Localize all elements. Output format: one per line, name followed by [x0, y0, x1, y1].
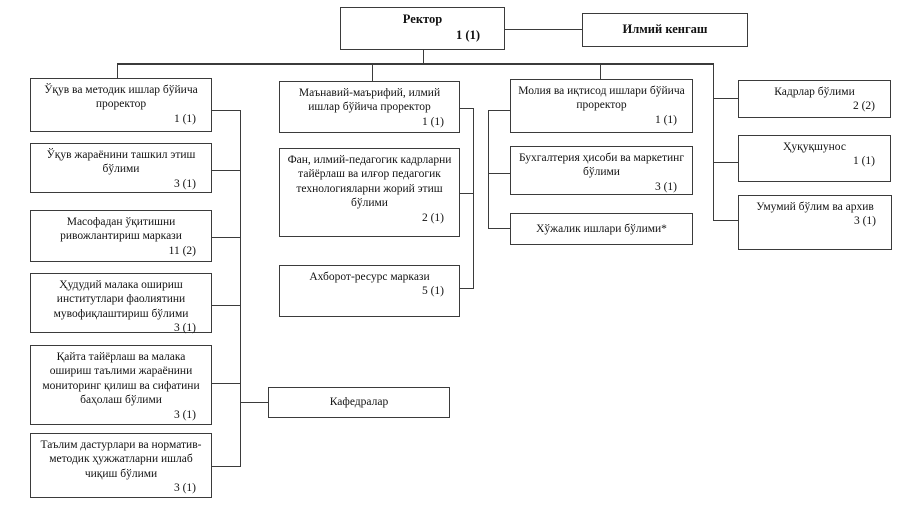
connector-col2-spine: [473, 108, 474, 289]
connector-col4-stub2: [714, 162, 738, 163]
connector-rector-ilmiy: [505, 29, 582, 30]
connector-col2-stub1: [460, 108, 473, 109]
box-title: Ҳуқуқшунос: [783, 141, 846, 153]
box-title: Қайта тайёрлаш ва малака ошириш таълими …: [42, 351, 200, 407]
org-box-col4-umumiy: Умумий бўлим ва архив 3 (1): [738, 195, 892, 250]
box-count: 11 (2): [168, 244, 196, 257]
org-box-col1-oquv-jarayoni: Ўқув жараёнини ташкил этиш бўлими 3 (1): [30, 143, 212, 193]
connector-drop-col1: [117, 65, 118, 78]
org-box-col2-prorektor: Маънавий-маърифий, илмий ишлар бўйича пр…: [279, 81, 460, 133]
box-title: Таълим дастурлари ва норматив-методик ҳу…: [40, 439, 202, 480]
box-count: 1 (1): [173, 112, 196, 125]
box-count: 3 (1): [173, 408, 196, 421]
org-box-col1-hududiy: Ҳудудий малака ошириш институтлари фаоли…: [30, 273, 212, 335]
box-count: 1 (1): [421, 115, 444, 128]
box-title: Ўқув жараёнини ташкил этиш бўлими: [46, 149, 196, 176]
box-title: Маънавий-маърифий, илмий ишлар бўйича пр…: [298, 87, 441, 114]
connector-col2-stub2: [460, 193, 473, 194]
connector-col3-stub3: [489, 228, 510, 229]
box-title: Умумий бўлим ва архив: [756, 201, 874, 213]
org-box-col2-axborot: Ахборот-ресурс маркази 5 (1): [279, 265, 460, 317]
box-count: 3 (1): [173, 322, 196, 335]
connector-kafedralar: [241, 402, 268, 403]
connector-col2-stub3: [459, 288, 474, 289]
rector-count: 1 (1): [456, 27, 480, 42]
connector-col1-spine: [240, 110, 241, 467]
box-title: Ҳудудий малака ошириш институтлари фаоли…: [53, 279, 189, 320]
connector-col3-stub1: [489, 110, 510, 111]
box-title: Кадрлар бўлими: [774, 86, 855, 98]
org-box-col3-buxgalteriya: Бухгалтерия ҳисоби ва маркетинг бўлими 3…: [510, 146, 693, 195]
rector-title: Ректор: [402, 12, 443, 26]
box-count: 3 (1): [654, 180, 677, 193]
box-count: 3 (1): [173, 482, 196, 495]
box-title: Молия ва иқтисод ишлари бўйича проректор: [518, 85, 685, 112]
connector-col1-stub6: [212, 466, 240, 467]
org-box-col1-qayta-tayyorlash: Қайта тайёрлаш ва малака ошириш таълими …: [30, 345, 212, 425]
connector-col1-stub5: [212, 383, 240, 384]
box-count: 2 (2): [852, 100, 875, 113]
connector-col1-stub4: [212, 305, 240, 306]
org-box-rector: Ректор 1 (1): [340, 7, 505, 50]
org-box-col4-huquqshunos: Ҳуқуқшунос 1 (1): [738, 135, 891, 182]
connector-col4-stub3: [714, 220, 738, 221]
connector-col3-spine: [488, 110, 489, 229]
box-count: 2 (1): [421, 211, 444, 224]
connector-col1-stub2: [212, 170, 240, 171]
box-count: 1 (1): [852, 155, 875, 168]
connector-col4-spine: [713, 64, 714, 221]
org-box-col3-prorektor: Молия ва иқтисод ишлари бўйича проректор…: [510, 79, 693, 133]
box-title: Фан, илмий-педагогик кадрларни тайёрлаш …: [287, 154, 452, 210]
org-box-col1-talim-dasturlari: Таълим дастурлари ва норматив-методик ҳу…: [30, 433, 212, 498]
box-title: Масофадан ўқитишни ривожлантириш маркази: [60, 216, 182, 243]
connector-drop-col3: [600, 65, 601, 79]
connector-drop-col2: [372, 65, 373, 81]
box-count: 5 (1): [421, 285, 444, 298]
box-count: 3 (1): [853, 215, 876, 228]
connector-col4-stub1: [714, 98, 738, 99]
org-box-col1-prorektor: Ўқув ва методик ишлар бўйича проректор 1…: [30, 78, 212, 132]
box-count: 3 (1): [173, 177, 196, 190]
ilmiy-kengash-title: Илмий кенгаш: [622, 22, 708, 37]
connector-col3-stub2: [489, 173, 510, 174]
org-box-col4-kadrlar: Кадрлар бўлими 2 (2): [738, 80, 891, 118]
org-box-ilmiy-kengash: Илмий кенгаш: [582, 13, 748, 47]
box-title: Хўжалик ишлари бўлими*: [536, 222, 667, 235]
connector-col1-stub1: [212, 110, 240, 111]
connector-bus: [117, 63, 714, 65]
org-box-kafedralar: Кафедралар: [268, 387, 450, 418]
box-title: Ўқув ва методик ишлар бўйича проректор: [44, 84, 198, 111]
org-box-col1-masofadan: Масофадан ўқитишни ривожлантириш маркази…: [30, 210, 212, 262]
box-count: 1 (1): [654, 113, 677, 126]
box-title: Ахборот-ресурс маркази: [309, 271, 430, 283]
box-title: Бухгалтерия ҳисоби ва маркетинг бўлими: [518, 152, 685, 179]
org-box-col3-xojalik: Хўжалик ишлари бўлими*: [510, 213, 693, 245]
connector-rector-drop: [423, 50, 424, 63]
box-title: Кафедралар: [329, 396, 389, 409]
org-box-col2-fan: Фан, илмий-педагогик кадрларни тайёрлаш …: [279, 148, 460, 237]
connector-col1-stub3: [212, 237, 240, 238]
